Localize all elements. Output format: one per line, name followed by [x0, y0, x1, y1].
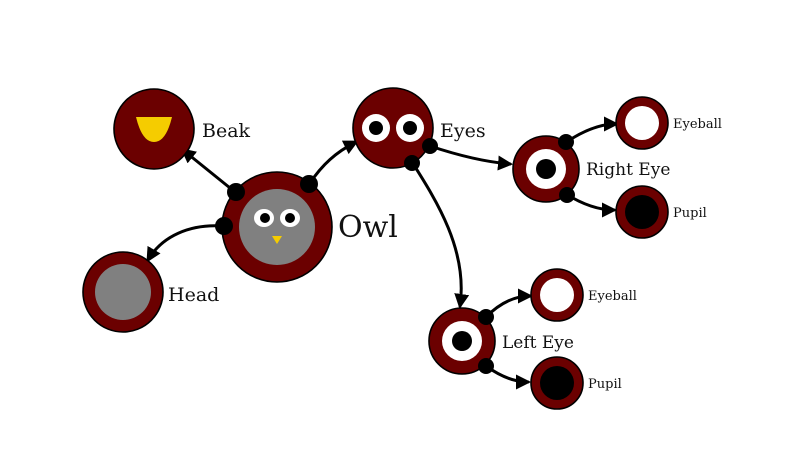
eyes-port-right [422, 138, 438, 154]
gray-disc-icon [95, 264, 151, 320]
eyeball-icon [625, 106, 659, 140]
beak-icon [136, 117, 172, 142]
node-right-eye[interactable]: Right Eye [512, 134, 670, 203]
owl-port-topleft [227, 183, 245, 201]
edge-owl-eyes [308, 140, 359, 185]
beak-label: Beak [202, 120, 251, 142]
owl-label: Owl [338, 210, 398, 245]
pupil-icon [625, 195, 659, 229]
node-beak[interactable]: Beak [113, 88, 251, 170]
node-head[interactable]: Head [82, 251, 219, 333]
owl-port-left [215, 217, 233, 235]
eyeball-icon [540, 278, 574, 312]
edge-eyes-left-eye [410, 160, 470, 309]
left-eye-port-top [478, 309, 494, 325]
node-right-eyeball[interactable]: Eyeball [615, 96, 722, 150]
head-label: Head [168, 284, 219, 306]
eye-icon [442, 321, 482, 361]
right-eye-port-top [558, 134, 574, 150]
eyes-label: Eyes [440, 120, 486, 142]
edge-eyes-right-eye [428, 144, 513, 171]
left-eye-label: Left Eye [502, 333, 574, 353]
owl-face-icon [239, 189, 315, 265]
node-left-eyeball[interactable]: Eyeball [530, 268, 637, 322]
eyes-port-bottom [404, 155, 420, 171]
edge-owl-beak [180, 148, 237, 194]
right-eye-label: Right Eye [586, 160, 670, 180]
right-eye-port-bottom [559, 187, 575, 203]
left-pupil-label: Pupil [588, 377, 622, 392]
pupil-icon [540, 366, 574, 400]
right-pupil-label: Pupil [673, 206, 707, 221]
node-right-pupil[interactable]: Pupil [615, 185, 707, 239]
node-left-eye[interactable]: Left Eye [428, 307, 574, 375]
eye-icon [526, 149, 566, 189]
right-eyeball-label: Eyeball [673, 117, 722, 132]
left-eye-port-bottom [478, 358, 494, 374]
two-eyes-icon [362, 114, 424, 142]
eyes-node-ring [352, 87, 434, 169]
node-owl[interactable]: Owl [215, 171, 398, 283]
owl-port-topright [300, 175, 318, 193]
node-eyes[interactable]: Eyes [352, 87, 486, 171]
edge-owl-head [146, 224, 224, 263]
left-eyeball-label: Eyeball [588, 289, 637, 304]
node-left-pupil[interactable]: Pupil [530, 356, 622, 410]
